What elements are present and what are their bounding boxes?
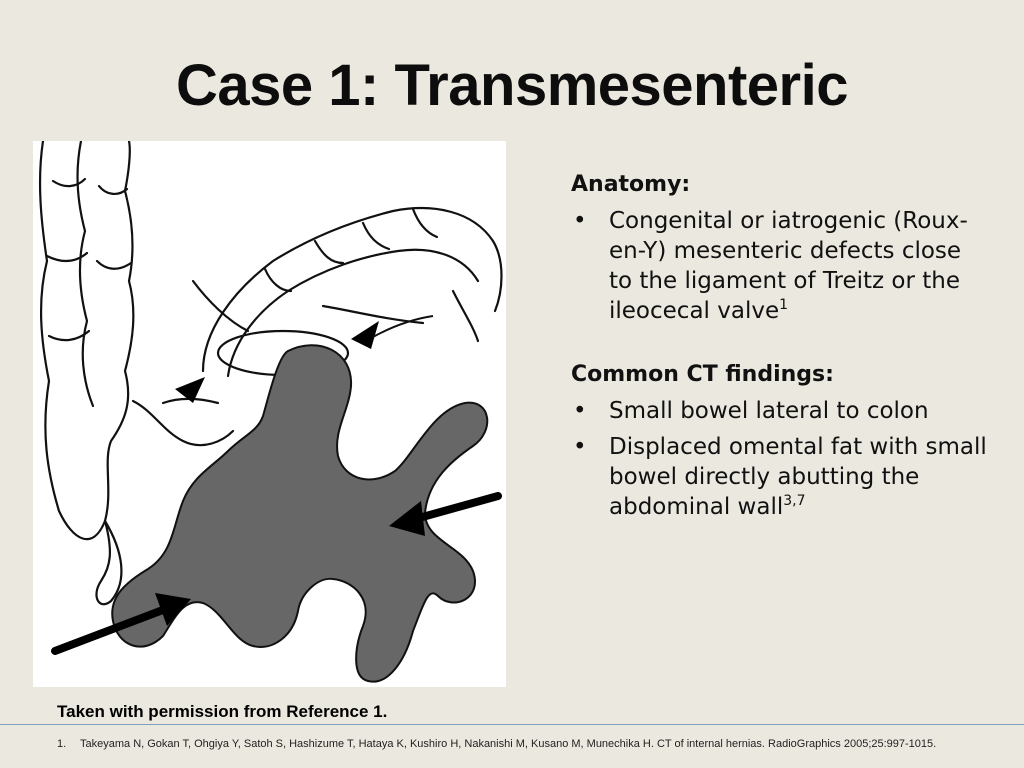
- bullet-text: Displaced omental fat with small bowel d…: [609, 434, 987, 520]
- arrow-right-shaft: [404, 492, 502, 525]
- colon-outline-inner: [76, 141, 95, 408]
- colon-haustra-2: [45, 251, 89, 262]
- bullet-text: Small bowel lateral to colon: [609, 398, 929, 424]
- ct-findings-list: • Small bowel lateral to colon • Displac…: [571, 396, 991, 522]
- colon-haustra-1: [51, 177, 87, 188]
- colon-haustra-5: [95, 259, 133, 270]
- anatomy-list: • Congenital or iatrogenic (Roux-en-Y) m…: [571, 206, 991, 326]
- bullet-icon: •: [573, 208, 587, 234]
- bullet-icon: •: [573, 398, 587, 424]
- mesentery-line-3: [451, 289, 480, 343]
- transverse-haustra-1: [263, 267, 293, 293]
- transverse-colon-outline: [201, 207, 503, 373]
- footnote-text: Takeyama N, Gokan T, Ohgiya Y, Satoh S, …: [80, 738, 937, 750]
- bullet-text: Congenital or iatrogenic (Roux-en-Y) mes…: [609, 208, 968, 324]
- mesentery-line-1: [191, 279, 250, 333]
- citation-superscript: 1: [779, 297, 789, 313]
- mesentery-line-2: [321, 304, 425, 325]
- footnote-number: 1.: [57, 738, 67, 750]
- list-item: • Congenital or iatrogenic (Roux-en-Y) m…: [571, 206, 991, 326]
- bullet-icon: •: [573, 434, 587, 460]
- ileum-junction: [131, 399, 235, 447]
- slide-title: Case 1: Transmesenteric: [176, 53, 848, 118]
- arrow-small-head: [175, 377, 205, 403]
- transverse-colon-inner: [226, 248, 480, 378]
- transverse-haustra-3: [361, 221, 391, 251]
- arrow-lower-left-head: [155, 593, 191, 626]
- reference-footnote: 1. Takeyama N, Gokan T, Ohgiya Y, Satoh …: [57, 737, 977, 752]
- footer-divider: [0, 724, 1024, 725]
- hernia-diagram: [33, 141, 506, 687]
- figure-caption: Taken with permission from Reference 1.: [57, 702, 388, 721]
- cecum-curl: [95, 519, 123, 606]
- colon-haustra-4: [97, 184, 129, 195]
- arrow-defect-head: [351, 321, 379, 349]
- list-item: • Displaced omental fat with small bowel…: [571, 432, 991, 522]
- colon-outline-left: [38, 141, 135, 541]
- arrow-defect-tail: [372, 315, 434, 338]
- transverse-haustra-2: [313, 239, 345, 265]
- content-panel: Anatomy: • Congenital or iatrogenic (Rou…: [571, 170, 991, 528]
- herniated-small-bowel: [111, 344, 489, 683]
- colon-haustra-3: [47, 329, 91, 342]
- arrow-right-head: [389, 501, 425, 536]
- list-item: • Small bowel lateral to colon: [571, 396, 991, 426]
- bowel-diagram-illustration: [38, 141, 503, 683]
- arrow-lower-left-shaft: [51, 604, 172, 655]
- section-heading-ct-findings: Common CT findings:: [571, 362, 834, 387]
- section-heading-anatomy: Anatomy:: [571, 172, 691, 197]
- citation-superscript: 3,7: [783, 493, 806, 509]
- transverse-haustra-4: [411, 207, 439, 239]
